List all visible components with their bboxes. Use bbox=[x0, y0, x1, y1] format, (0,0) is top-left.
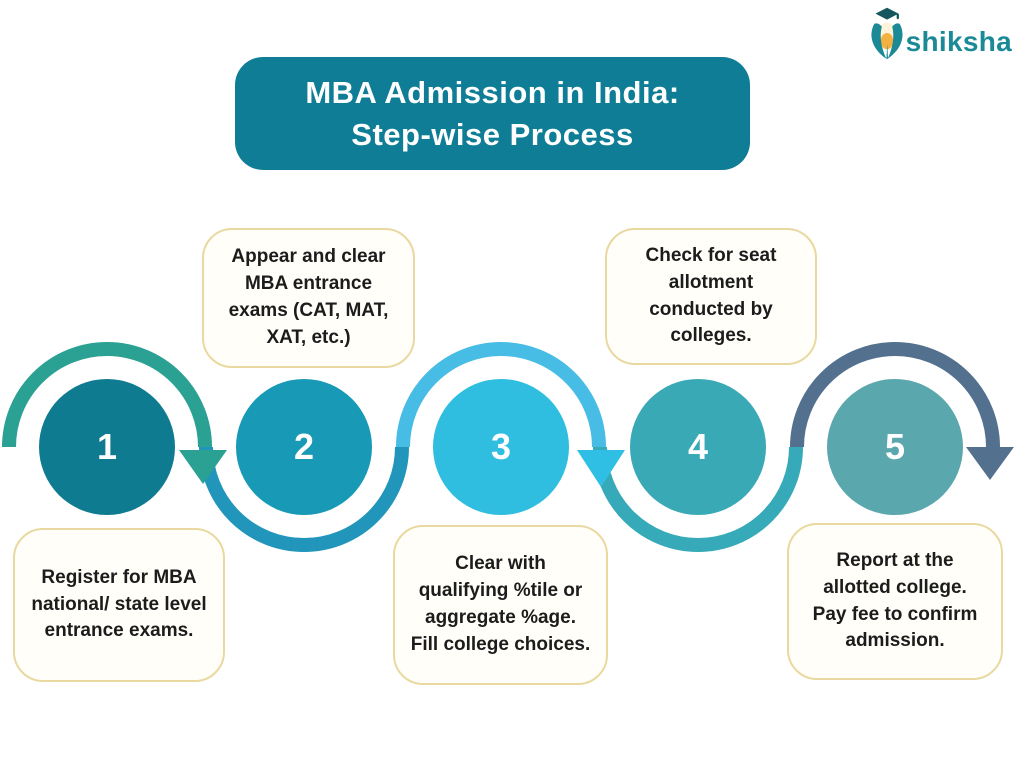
nib-left-wing bbox=[871, 23, 887, 59]
step-description-1: Register for MBA national/ state level e… bbox=[13, 528, 225, 682]
step-circle-1: 1 bbox=[39, 379, 175, 515]
step-description-3: Clear with qualifying %tile or aggregate… bbox=[393, 525, 608, 685]
step-4-line: colleges. bbox=[670, 325, 752, 347]
arrowhead-down-icon-3 bbox=[966, 447, 1014, 480]
step-4-line: Check for seat bbox=[645, 244, 777, 266]
step-5-line: admission. bbox=[845, 630, 945, 652]
nib-slit bbox=[886, 43, 888, 59]
step-1-line: Register for MBA bbox=[41, 566, 197, 588]
shiksha-logo-text: shiksha bbox=[905, 26, 1012, 57]
step-circle-5: 5 bbox=[827, 379, 963, 515]
step-description-2: Appear and clear MBA entrance exams (CAT… bbox=[202, 228, 415, 368]
step-3-line: Clear with bbox=[455, 553, 546, 575]
shiksha-logo: shiksha bbox=[864, 6, 1012, 60]
step-4-line: allotment bbox=[668, 271, 754, 293]
step-number-2: 2 bbox=[293, 426, 315, 467]
step-1-line: national/ state level bbox=[31, 593, 207, 615]
title-line-2: Step-wise Process bbox=[351, 116, 634, 152]
cap-tassel bbox=[896, 13, 899, 20]
arrowhead-down-icon-1 bbox=[179, 450, 227, 484]
step-circle-2: 2 bbox=[236, 379, 372, 515]
arrowhead-down-icon-2 bbox=[577, 450, 625, 487]
nib-right-wing bbox=[887, 23, 903, 59]
step-number-1: 1 bbox=[96, 426, 118, 467]
title-line-1: MBA Admission in India: bbox=[305, 74, 680, 110]
step-description-4: Check for seat allotment conducted by co… bbox=[605, 228, 817, 365]
graduation-cap-icon bbox=[875, 7, 899, 20]
step-description-5: Report at the allotted college. Pay fee … bbox=[787, 523, 1003, 680]
step-circle-3: 3 bbox=[433, 379, 569, 515]
step-3-line: aggregate %age. bbox=[425, 607, 576, 628]
nib-glow bbox=[880, 33, 893, 50]
step-1-line: entrance exams. bbox=[44, 620, 194, 642]
step-number-5: 5 bbox=[884, 426, 906, 467]
step-circle-4: 4 bbox=[630, 379, 766, 515]
title-banner: MBA Admission in India: Step-wise Proces… bbox=[235, 57, 750, 170]
step-2-line: XAT, etc.) bbox=[266, 326, 351, 348]
step-number-3: 3 bbox=[490, 426, 512, 467]
step-5-line: Report at the bbox=[836, 549, 954, 571]
step-5-line: allotted college. bbox=[823, 576, 967, 598]
step-number-4: 4 bbox=[687, 426, 709, 467]
shiksha-pen-cap-icon bbox=[871, 7, 903, 59]
step-2-line: exams (CAT, MAT, bbox=[228, 300, 389, 321]
step-2-line: Appear and clear bbox=[231, 246, 386, 268]
step-3-line: Fill college choices. bbox=[410, 633, 591, 655]
step-2-line: MBA entrance bbox=[244, 273, 373, 295]
step-4-line: conducted by bbox=[649, 298, 773, 320]
step-5-line: Pay fee to confirm bbox=[812, 603, 978, 625]
step-3-line: qualifying %tile or bbox=[418, 580, 583, 602]
